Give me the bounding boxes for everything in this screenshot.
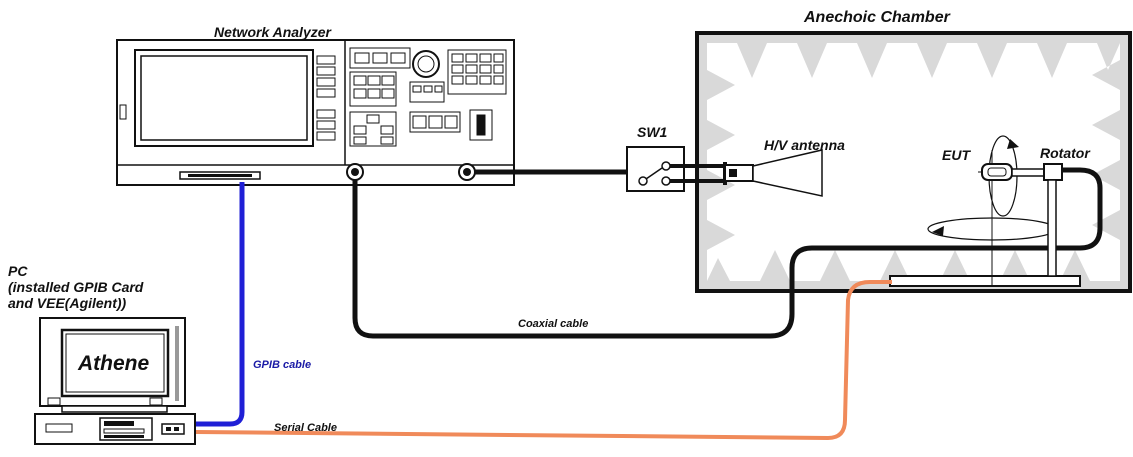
label-anechoic-chamber: Anechoic Chamber xyxy=(803,9,951,26)
control-panel xyxy=(349,47,507,147)
label-pc-gpib-card: (installed GPIB Card xyxy=(8,279,144,295)
label-serial-cable: Serial Cable xyxy=(274,422,337,434)
label-pc-vee: and VEE(Agilent)) xyxy=(8,295,127,311)
pc-screen-text: Athene xyxy=(77,352,149,375)
soft-keys xyxy=(316,55,336,141)
eut-rotator xyxy=(927,135,1063,285)
network-analyzer xyxy=(116,39,515,186)
turntable-base xyxy=(889,275,1081,287)
hv-antenna xyxy=(724,149,823,197)
label-sw1: SW1 xyxy=(637,124,668,140)
gpib-cable xyxy=(196,182,245,427)
chamber-absorber-spikes xyxy=(707,43,1120,281)
serial-cable xyxy=(195,280,892,441)
rotator-head xyxy=(1043,163,1063,181)
sw1-switch xyxy=(626,146,727,192)
anechoic-chamber xyxy=(695,31,1132,293)
rotator-mast xyxy=(1047,179,1057,277)
label-eut: EUT xyxy=(942,147,971,163)
label-coaxial-cable: Coaxial cable xyxy=(518,318,588,330)
label-pc: PC xyxy=(8,263,28,279)
label-network-analyzer: Network Analyzer xyxy=(214,24,333,40)
label-rotator: Rotator xyxy=(1040,145,1091,161)
coaxial-cable xyxy=(352,167,1103,339)
label-hv-antenna: H/V antenna xyxy=(764,137,845,153)
pc xyxy=(34,317,196,445)
label-gpib-cable: GPIB cable xyxy=(253,359,311,371)
